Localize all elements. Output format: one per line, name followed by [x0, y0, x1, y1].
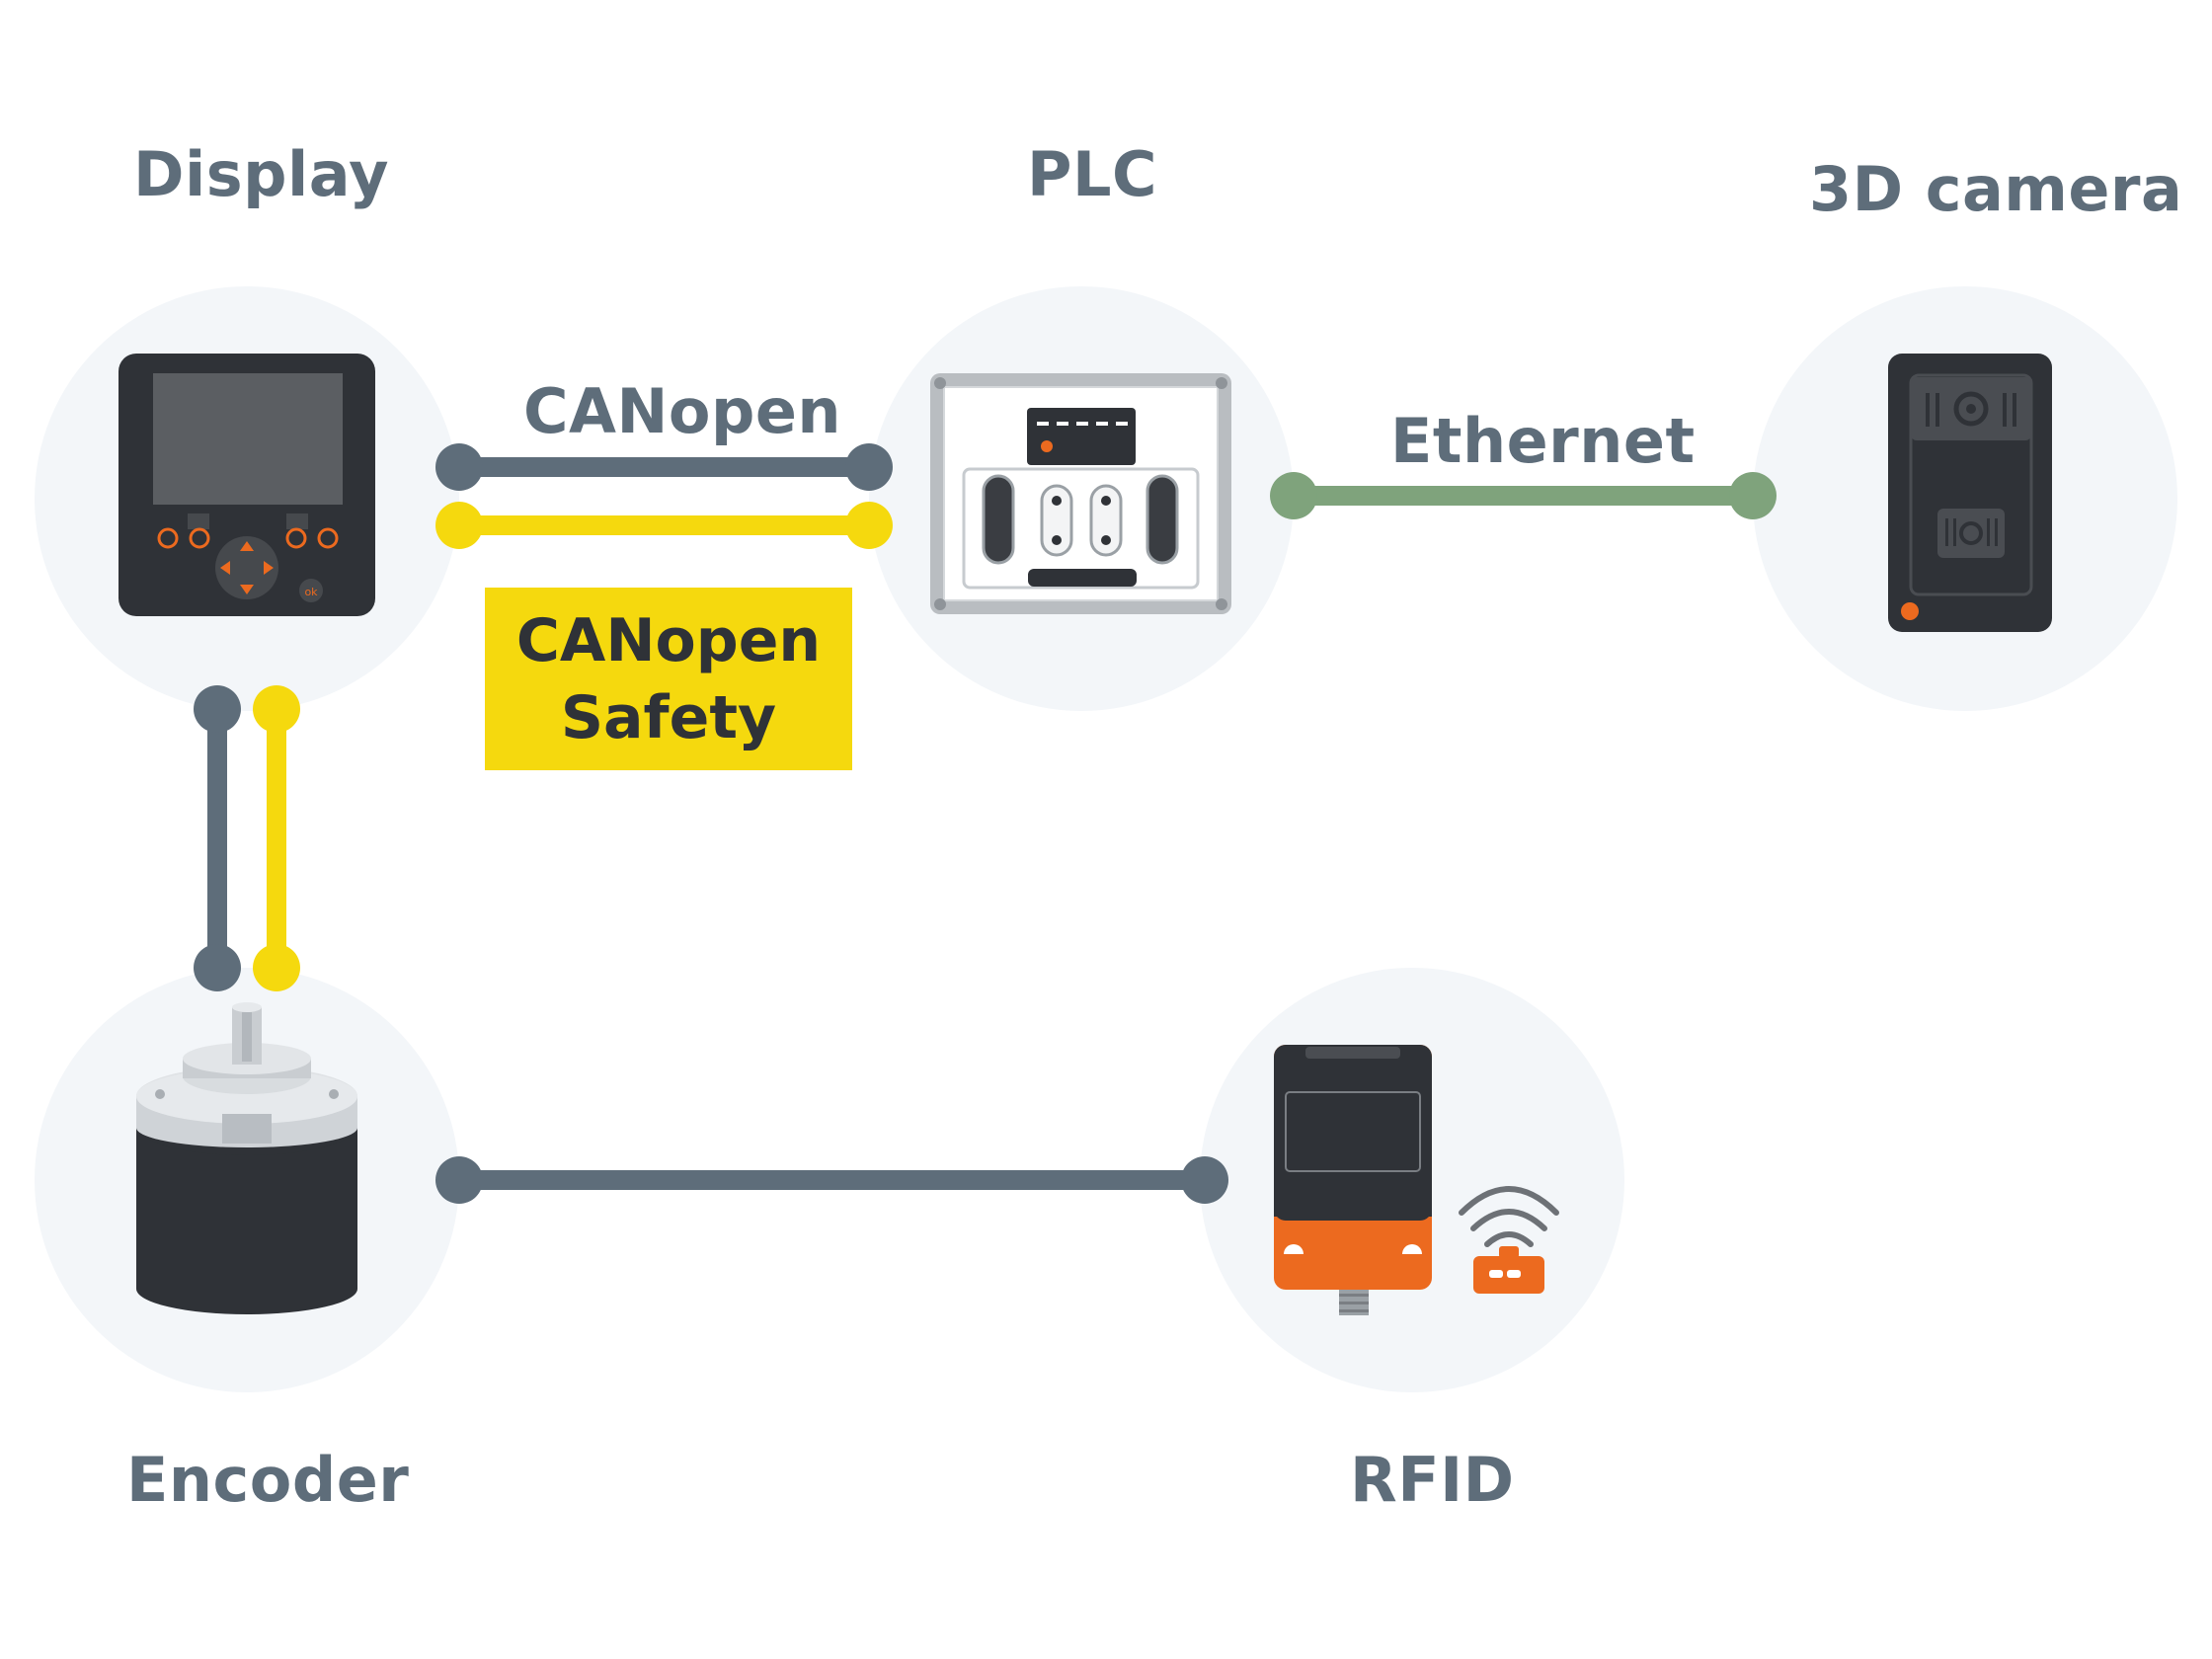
- canopen-safety-line2: Safety: [560, 682, 777, 752]
- ethernet-connection-plc-camera: [1270, 472, 1777, 519]
- rfid-label: RFID: [1350, 1444, 1515, 1516]
- canopen-safety-line1: CANopen: [515, 605, 822, 675]
- canopen-connection-display-plc: [435, 443, 893, 491]
- canopen-safety-connection-display-encoder: [253, 685, 300, 991]
- canopen-safety-connection-display-plc: [435, 502, 893, 549]
- canopen-link-label: CANopen: [523, 375, 842, 447]
- display-label: Display: [133, 138, 390, 210]
- canopen-safety-badge: CANopen Safety: [485, 588, 852, 770]
- canopen-connection-display-encoder: [194, 685, 241, 991]
- ok-key-label: ok: [304, 586, 318, 598]
- canopen-connection-encoder-rfid: [435, 1156, 1228, 1204]
- plc-label: PLC: [1027, 138, 1157, 210]
- encoder-device-icon: [136, 1002, 357, 1314]
- encoder-label: Encoder: [126, 1444, 410, 1516]
- 3d-camera-device-icon: [1888, 354, 2052, 632]
- ethernet-link-label: Ethernet: [1390, 405, 1696, 477]
- plc-device-icon: [930, 373, 1231, 614]
- display-device-icon: ok: [118, 354, 375, 616]
- rfid-device-icon: [1274, 1045, 1559, 1315]
- 3d-camera-label: 3D camera: [1809, 153, 2183, 225]
